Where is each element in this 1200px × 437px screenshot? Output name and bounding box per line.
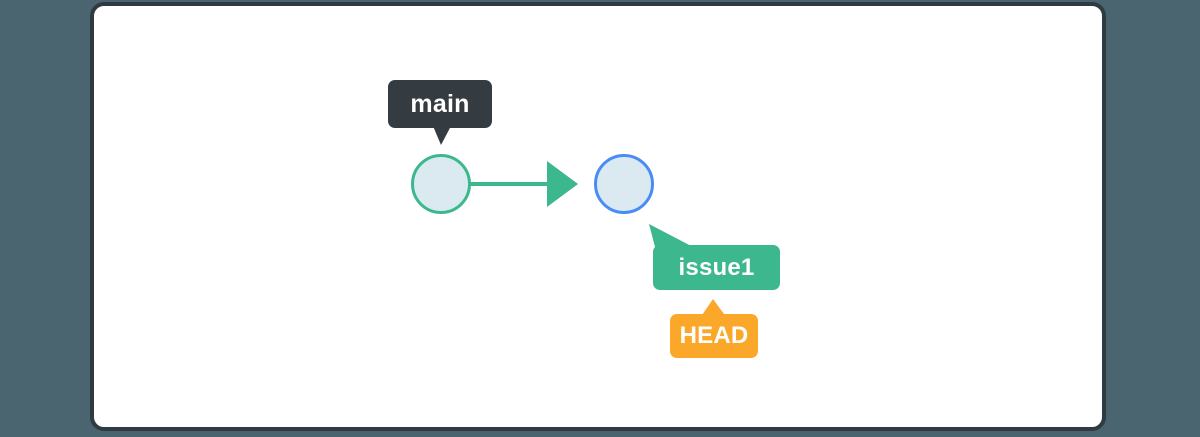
branch-label-issue1-body [653,245,780,290]
branch-label-main-body [388,80,492,128]
branch-label-main-tail [433,126,451,145]
commit-node-issue1[interactable] [594,154,654,214]
branch-label-main[interactable] [388,80,492,145]
head-pointer-label-body [670,314,758,358]
commit-node-main[interactable] [411,154,471,214]
head-pointer-label-tail [700,299,727,318]
commit-connector-arrowhead [547,161,578,207]
diagram-panel [90,2,1106,431]
branch-label-issue1[interactable] [649,224,780,290]
head-pointer-label[interactable] [670,299,758,358]
